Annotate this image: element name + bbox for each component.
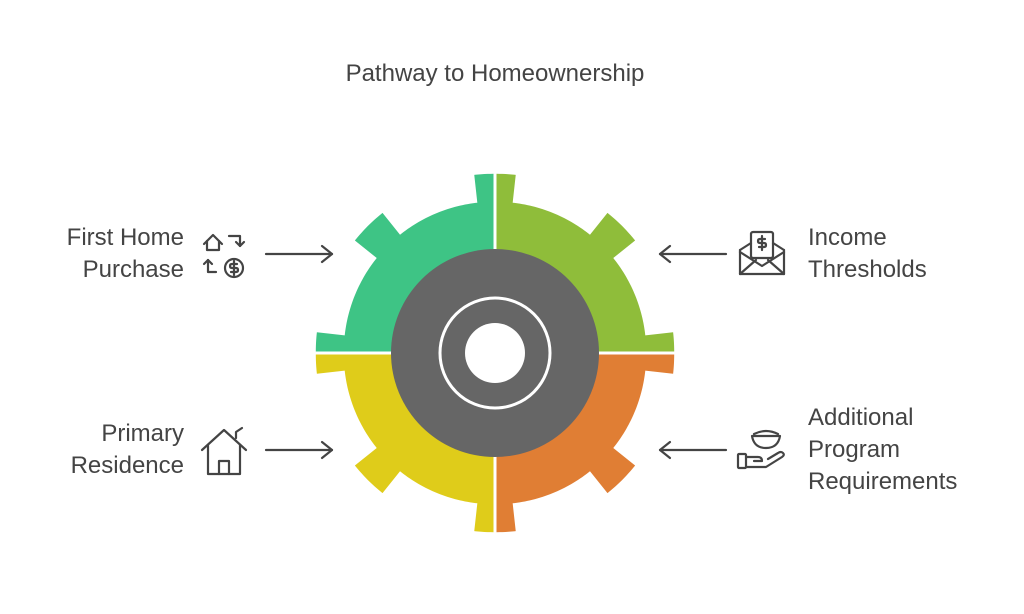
home-exchange-dollar-icon [202, 233, 246, 279]
label-primary-residence: Primary Residence [71, 418, 184, 482]
label-line: Requirements [808, 468, 958, 495]
arrow-income-thresholds [658, 244, 728, 264]
label-line: Residence [70, 452, 184, 479]
label-line: Thresholds [808, 256, 927, 283]
gear-center-hole [465, 323, 525, 383]
diagram-title: Pathway to Homeownership [345, 60, 645, 87]
envelope-dollar-icon [738, 230, 786, 276]
label-line: Primary [101, 420, 184, 447]
label-additional-program-requirements: Additional Program Requirements [808, 402, 957, 498]
label-line: Additional [808, 404, 914, 431]
label-income-thresholds: Income Thresholds [808, 222, 927, 286]
arrow-additional-program-requirements [658, 440, 728, 460]
gear-hub-ring [438, 296, 552, 410]
label-line: First Home [66, 224, 184, 251]
house-icon [200, 426, 248, 476]
arrow-first-home-purchase [264, 244, 334, 264]
hand-bowl-icon [736, 429, 785, 470]
arrow-primary-residence [264, 440, 334, 460]
label-line: Purchase [82, 256, 184, 283]
label-line: Program [808, 436, 901, 463]
label-line: Income [808, 224, 887, 251]
label-first-home-purchase: First Home Purchase [67, 222, 184, 286]
